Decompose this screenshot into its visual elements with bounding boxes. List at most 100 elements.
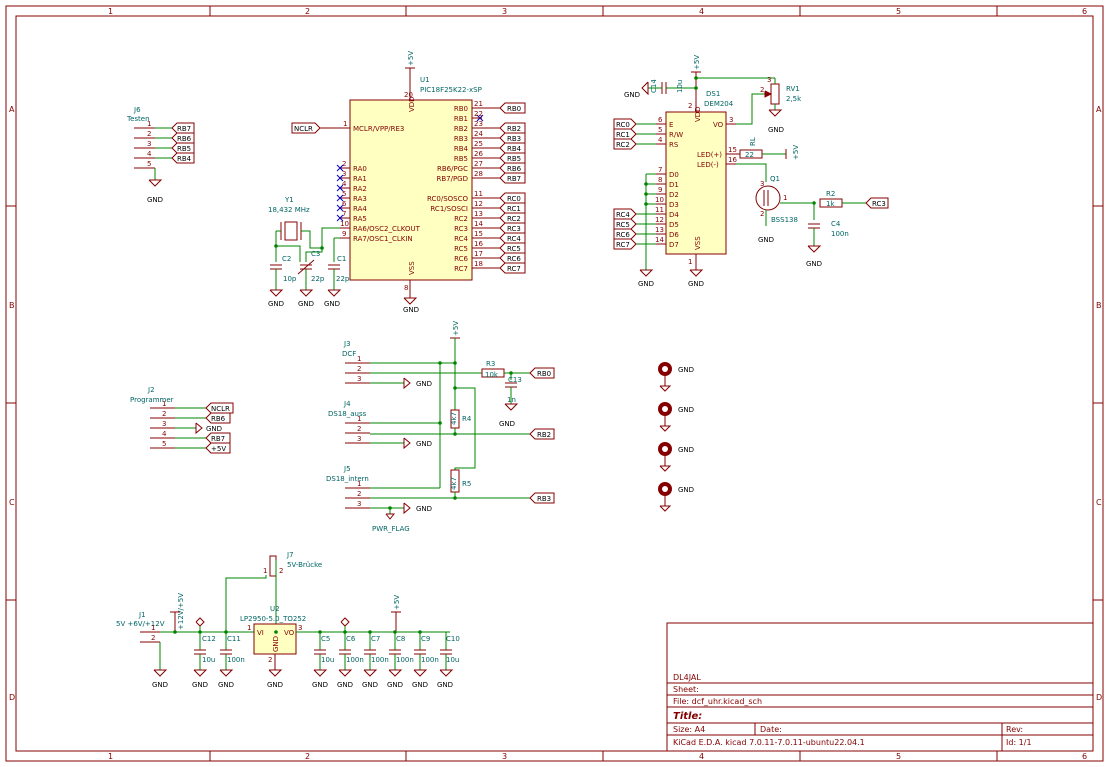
pin-num: 1 [162, 400, 166, 408]
zone-letter: B [9, 301, 15, 310]
net-label: RB0 [507, 105, 521, 113]
c13-ref: C13 [508, 376, 522, 384]
ds1-vdd-label: VDD [694, 106, 702, 122]
power-supply-circuit[interactable]: J1 5V +6V/+12V 1 2 GND +12V/+5V J7 5V-Br… [116, 551, 460, 689]
gnd-label: GND [298, 300, 314, 308]
pin-num: 3 [147, 140, 151, 148]
r4-ref: R4 [462, 415, 472, 423]
u1-pin-label: RB5 [454, 155, 468, 163]
pin-num: 9 [658, 186, 662, 194]
j2-programmer-header[interactable]: J2 Programmer 1 2 3 4 5 NCLR RB6 GND RB7… [130, 386, 234, 454]
u1-microcontroller[interactable]: U1 PIC18F25K22-xSP +5V 20 VDD 8 VSS GND … [291, 51, 526, 314]
u1-pin-label: RA0 [353, 165, 367, 173]
u1-pin-label: RB6/PGC [437, 165, 468, 173]
zone-left-letters: A B C D [9, 105, 15, 702]
pin-num: 1 [247, 624, 251, 632]
zone-bottom-numbers: 1 2 3 4 5 6 [108, 752, 1087, 761]
j3-ref: J3 [343, 340, 351, 348]
u1-pin-label: RC6 [454, 255, 468, 263]
c14-ref: C14 [650, 79, 658, 93]
c2-value: 10p [283, 275, 297, 283]
tb-date: Date: [760, 725, 782, 734]
gnd-label: GND [218, 681, 234, 689]
j2-value: Programmer [130, 396, 174, 404]
u1-pin-label: RA6/OSC2_CLKOUT [353, 225, 421, 233]
u1-pin-num: 3 [342, 170, 346, 178]
gnd-label: GND [624, 91, 640, 99]
pin-num: 1 [357, 355, 361, 363]
ds1-value: DEM204 [704, 100, 734, 108]
gnd-label: GND [806, 260, 822, 268]
u1-pin-num: 23 [474, 120, 483, 128]
pin-num: 2 [357, 490, 361, 498]
u1-pin-num: 15 [474, 230, 483, 238]
pin-num: 3 [767, 76, 771, 84]
gnd-label: GND [147, 196, 163, 204]
tb-company: DL4JAL [673, 673, 701, 682]
c3-ref: C3 [311, 250, 320, 258]
dcf-sensor-circuit[interactable]: +5V J3 DCF 1 2 3 GND R3 10k RB0 C13 1n G… [326, 321, 555, 533]
net-label: RC1 [616, 131, 630, 139]
ds1-pin-label: D7 [669, 241, 679, 249]
u1-body[interactable] [349, 99, 473, 281]
cap-value: 100n [371, 656, 389, 664]
j7-ref: J7 [286, 551, 294, 559]
u2-body[interactable] [253, 623, 297, 655]
mount-hole-label: GND [678, 406, 694, 414]
net-label: RC2 [616, 141, 630, 149]
u1-pin-label: RC5 [454, 245, 468, 253]
zone-number: 4 [699, 7, 704, 16]
q1-symbol[interactable] [755, 185, 781, 211]
gnd-label: GND [688, 280, 704, 288]
u1-pin-num: 24 [474, 130, 483, 138]
u1-vss-label: VSS [408, 261, 416, 275]
pin-num: 3 [162, 420, 166, 428]
rv1-ref: RV1 [786, 85, 800, 93]
zone-top-numbers: 1 2 3 4 5 6 [108, 7, 1087, 16]
pin-num: 5 [658, 126, 662, 134]
lcd-display-circuit[interactable]: DS1 DEM204 VDD VSS 2 1 E6 R/W5 RS4 D07 D… [613, 55, 889, 288]
mount-hole-label: GND [678, 446, 694, 454]
pin-num: 1 [263, 567, 267, 575]
ds1-pin-label: D3 [669, 201, 679, 209]
r3-ref: R3 [486, 360, 495, 368]
net-label: RC6 [507, 255, 521, 263]
u1-pin-label: RB2 [454, 125, 468, 133]
u1-pin-num: 10 [340, 220, 349, 228]
pin-num: 4 [162, 430, 167, 438]
ds1-ref: DS1 [706, 90, 720, 98]
gnd-label: GND [337, 681, 353, 689]
tb-size: Size: A4 [673, 725, 705, 734]
r2-ref: R2 [826, 190, 835, 198]
gnd-label: GND [312, 681, 328, 689]
crystal-circuit[interactable]: Y1 18,432 MHz C2 10p C3 22p C1 22p GND [268, 196, 350, 308]
gnd-label: GND [416, 440, 432, 448]
u1-gnd: GND [403, 306, 419, 314]
zone-letter: C [1096, 498, 1102, 507]
net-label: RC5 [616, 221, 630, 229]
j4-ref: J4 [343, 400, 351, 408]
pin-num: 6 [658, 116, 663, 124]
u2-pin-label: GND [272, 636, 280, 652]
zone-letter: B [1096, 301, 1102, 310]
net-label: RC2 [507, 215, 521, 223]
pin-num: 2 [760, 210, 764, 218]
pin-num: 3 [357, 375, 361, 383]
j6-ref: J6 [133, 106, 141, 114]
crystal-symbol[interactable] [284, 221, 298, 241]
u1-pin-num: 2 [342, 160, 346, 168]
gnd-label: GND [192, 681, 208, 689]
j6-test-header[interactable]: J6 Testen 1 2 3 4 5 RB7 RB6 RB5 RB4 GND [126, 106, 195, 204]
u1-pin-num: 5 [342, 190, 346, 198]
r5-ref: R5 [462, 480, 471, 488]
u1-pin-label: RA7/OSC1_CLKIN [353, 235, 413, 243]
u1-pin-label: RA2 [353, 185, 367, 193]
pin-num: 2 [760, 86, 764, 94]
cap-value: 10u [321, 656, 334, 664]
mount-hole-label: GND [678, 486, 694, 494]
cap-value: 100n [346, 656, 364, 664]
gnd-label: GND [362, 681, 378, 689]
supply-label: +5V [452, 321, 460, 336]
pin-num: 5 [162, 440, 166, 448]
